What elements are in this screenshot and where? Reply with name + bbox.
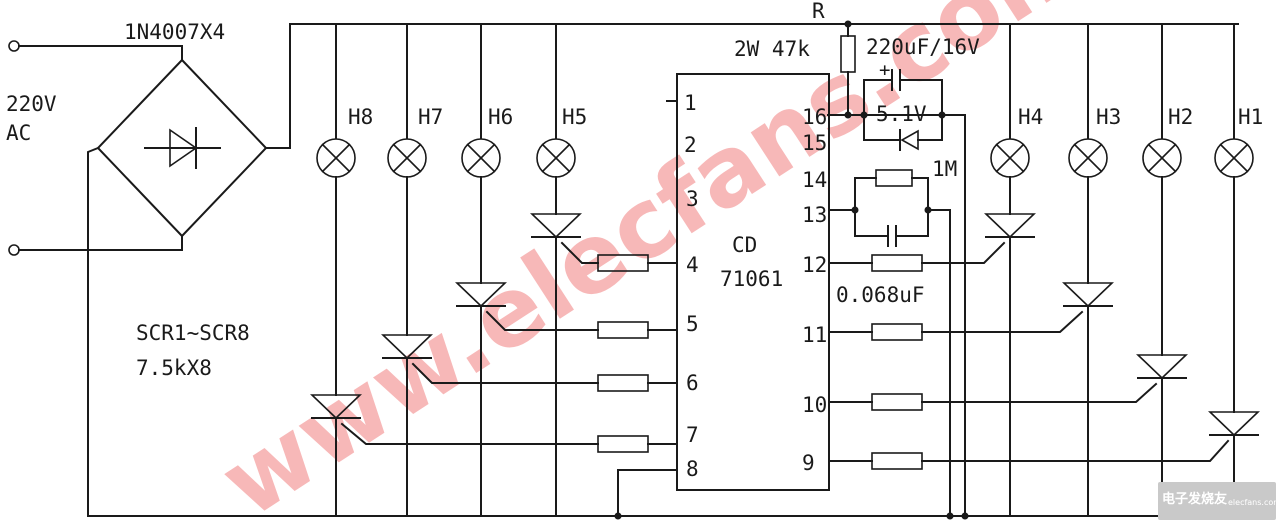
supply-network: R 2W 47k 220uF/16V + 5.1V	[734, 0, 980, 520]
resistor-1m-label: 1M	[932, 157, 957, 181]
ac-type-label: AC	[6, 121, 31, 145]
zener-label: 5.1V	[876, 102, 927, 126]
ic-name: CD	[732, 233, 757, 257]
pin-11: 11	[802, 323, 827, 347]
pin-5: 5	[686, 312, 699, 336]
ac-input: 220V AC	[6, 40, 183, 256]
lamp-h7-label: H7	[418, 105, 443, 129]
gate-resistor-5	[597, 321, 649, 339]
lamp-h5: H5	[530, 23, 599, 517]
scr-label: SCR1~SCR8	[136, 321, 250, 345]
ic-part-number: 71061	[720, 267, 783, 291]
lamp-group-left: H8 H7 H6	[310, 23, 678, 517]
gate-resistor-7	[597, 435, 649, 453]
resistor-r-label: R	[812, 0, 825, 23]
pin-2: 2	[684, 133, 697, 157]
bridge-rectifier: 1N4007X4	[87, 20, 1239, 517]
lamp-h3: H3	[921, 23, 1121, 517]
pin-16: 16	[802, 105, 827, 129]
gate-resistor-12	[871, 254, 923, 272]
ic-body	[676, 73, 830, 491]
pin-12: 12	[802, 253, 827, 277]
pin-7: 7	[686, 423, 699, 447]
pin-6: 6	[686, 371, 699, 395]
capacitor-osc-label: 0.068uF	[836, 283, 925, 307]
lamp-h8-label: H8	[348, 105, 373, 129]
watermark: www.elecfans.com	[202, 0, 1108, 521]
ac-terminal-bottom	[8, 244, 20, 256]
pin-8: 8	[686, 457, 699, 481]
pin-4: 4	[686, 253, 699, 277]
lamp-h2: H2	[921, 23, 1193, 517]
capacitor-plus-sign: +	[879, 59, 890, 81]
lamp-h7: H7	[381, 23, 599, 517]
lamp-h2-label: H2	[1168, 105, 1193, 129]
lamp-h8: H8	[310, 23, 599, 517]
gate-resistor-label: 7.5kX8	[136, 356, 212, 380]
oscillator-network: 1M 0.068uF	[828, 157, 957, 520]
pin-10: 10	[802, 393, 827, 417]
lamp-h4-label: H4	[1018, 105, 1043, 129]
lamp-h1-label: H1	[1238, 105, 1263, 129]
lamp-h6: H6	[455, 23, 599, 517]
gate-resistor-11	[871, 323, 923, 341]
pin-15: 15	[802, 131, 827, 155]
lamp-h6-label: H6	[488, 105, 513, 129]
ac-voltage-label: 220V	[6, 92, 57, 116]
capacitor-label: 220uF/16V	[866, 35, 980, 59]
gate-resistor-6	[597, 374, 649, 392]
pin-1: 1	[684, 91, 697, 115]
pin-9: 9	[802, 451, 815, 475]
watermark-text: www.elecfans.com	[202, 0, 1108, 521]
logo-text: 电子发烧友	[1162, 491, 1227, 507]
pin-14: 14	[802, 168, 827, 192]
logo-subtext: elecfans.com	[1228, 498, 1277, 507]
resistor-r-value: 2W 47k	[734, 37, 810, 61]
ic-cd71061: CD 71061 1 2 3 4 5 6 7 8 16 15 14 13 12 …	[614, 73, 830, 520]
gate-resistor-9	[871, 452, 923, 470]
lamp-h3-label: H3	[1096, 105, 1121, 129]
lamp-h5-label: H5	[562, 105, 587, 129]
gate-resistor-10	[871, 393, 923, 411]
resistor-1m	[875, 169, 913, 187]
bridge-label: 1N4007X4	[124, 20, 225, 44]
site-logo: 电子发烧友 elecfans.com	[1158, 482, 1277, 520]
lamp-h1: H1	[921, 23, 1263, 517]
ac-terminal-top	[8, 40, 20, 52]
pin-3: 3	[686, 187, 699, 211]
pin-13: 13	[802, 203, 827, 227]
lamp-h4: H4	[921, 23, 1043, 517]
